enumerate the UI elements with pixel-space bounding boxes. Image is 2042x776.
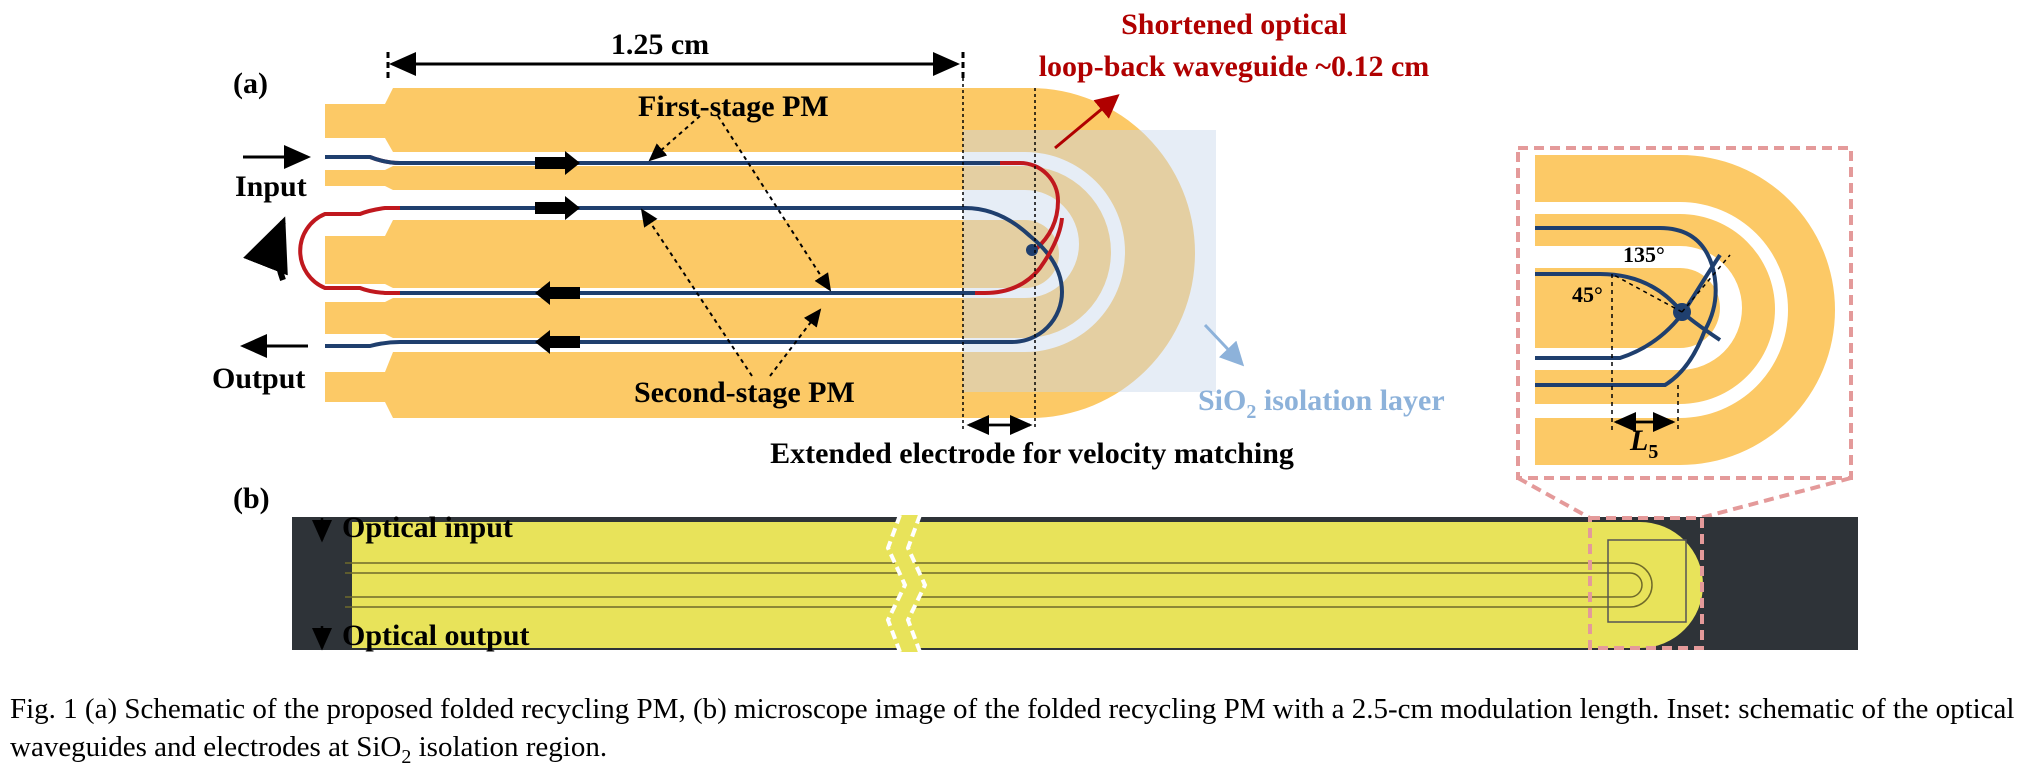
extended-electrode-markers bbox=[962, 78, 1036, 430]
caption-sub: 2 bbox=[401, 745, 412, 768]
loop-back-waveguide bbox=[298, 206, 400, 295]
first-stage-label: First-stage PM bbox=[638, 90, 829, 123]
panel-a-label: (a) bbox=[233, 67, 268, 100]
microscope-electrode bbox=[352, 522, 1703, 648]
panel-a: 1.25 cm (a) Input Output First-stage PM … bbox=[212, 8, 1445, 470]
panel-b: (b) Optical input Optical output bbox=[233, 482, 1858, 653]
inner-u-electrode bbox=[325, 166, 1111, 338]
center-electrode bbox=[325, 220, 1059, 288]
outer-u-electrode bbox=[325, 88, 1195, 418]
input-label: Input bbox=[235, 170, 307, 203]
shortened-label-line2: loop-back waveguide ~0.12 cm bbox=[1039, 50, 1430, 83]
stage-pointers bbox=[640, 115, 832, 377]
sio2-arrow bbox=[1203, 323, 1245, 367]
electrodes bbox=[325, 88, 1195, 418]
arrow-left-2 bbox=[535, 330, 580, 354]
arrow-right-2 bbox=[535, 196, 580, 220]
optical-output-label: Optical output bbox=[342, 619, 530, 652]
sio2-isolation-layer bbox=[963, 130, 1216, 392]
caption-tail: isolation region. bbox=[411, 731, 608, 763]
sio2-label: SiO2 isolation layer bbox=[1198, 384, 1445, 423]
second-stage-label: Second-stage PM bbox=[634, 376, 855, 409]
arrow-left-1 bbox=[535, 281, 580, 305]
angle-45-label: 45° bbox=[1572, 282, 1603, 307]
output-label: Output bbox=[212, 362, 305, 395]
figure-caption: Fig. 1 (a) Schematic of the proposed fol… bbox=[10, 690, 2030, 776]
caption-text: Fig. 1 (a) Schematic of the proposed fol… bbox=[10, 693, 2015, 763]
propagation-arrows bbox=[535, 151, 580, 354]
angle-135-label: 135° bbox=[1623, 242, 1665, 267]
extended-electrode-label: Extended electrode for velocity matching bbox=[770, 437, 1294, 470]
length-dimension bbox=[386, 52, 965, 78]
waveguide-second bbox=[325, 206, 1065, 348]
break-marks bbox=[885, 514, 928, 653]
shortened-arrow bbox=[1054, 94, 1120, 150]
microscope-inset-highlight bbox=[1588, 516, 1704, 650]
inset: 135° 45° L5 bbox=[1516, 146, 1853, 520]
waveguide-third bbox=[400, 217, 1064, 295]
figure-1: 1.25 cm (a) Input Output First-stage PM … bbox=[212, 8, 1858, 653]
shortened-label-line1: Shortened optical bbox=[1121, 8, 1347, 41]
length-label: 1.25 cm bbox=[611, 28, 709, 61]
arrow-right-1 bbox=[535, 151, 580, 175]
length-l5-label: L5 bbox=[1629, 424, 1658, 463]
loop-direction-arrow bbox=[243, 216, 288, 282]
panel-b-label: (b) bbox=[233, 482, 270, 515]
optical-input-label: Optical input bbox=[342, 511, 513, 544]
